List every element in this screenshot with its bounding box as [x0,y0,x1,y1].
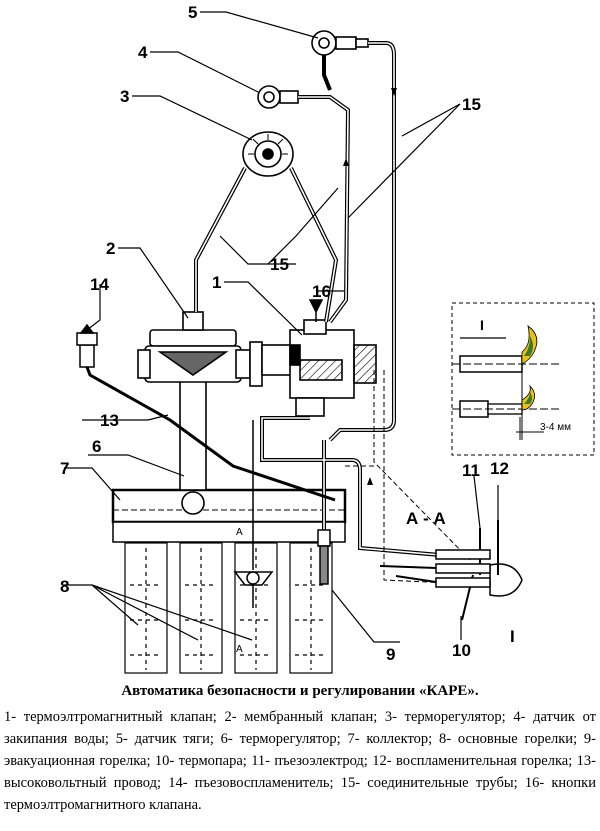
label-3: 3 [120,87,129,106]
high-voltage-wire [85,366,336,502]
label-11: 11 [462,461,480,480]
label-16: 16 [312,282,331,301]
dashed-lines [345,370,471,584]
membrane-valve [137,311,263,515]
label-2: 2 [106,239,115,258]
label-4: 4 [138,43,148,62]
detail-mark: I [510,627,515,646]
section-mark-bottom: А [236,644,243,655]
collector [111,488,347,543]
valve-buttons [308,299,324,322]
main-burners [124,542,333,674]
section-aa-lines [379,565,437,583]
label-6: 6 [92,437,101,456]
boil-sensor [257,85,299,109]
section-mark-top: А [236,527,243,538]
label-15-top: 15 [462,95,481,114]
section-label: А - А [406,509,446,528]
label-10: 10 [452,641,471,660]
kare-automation-diagram: 5 4 3 2 1 16 14 13 6 7 8 9 10 11 12 15 1… [60,3,595,674]
label-1: 1 [212,273,221,292]
label-8: 8 [60,577,69,596]
evacuation-burner [317,529,331,585]
label-9: 9 [386,645,395,664]
pilot-assembly [233,420,274,608]
label-15-middle: 15 [270,255,289,274]
thermoregulator [242,131,294,177]
label-5: 5 [188,3,197,22]
section-aa-assembly [435,520,523,621]
detail-i [451,302,595,456]
label-12: 12 [490,459,509,478]
tube-inner [195,42,441,556]
figure-legend: 1- термоэлтромагнитный клапан; 2- мембра… [4,709,596,813]
label-14: 14 [90,275,109,294]
draft-sensor [311,30,369,56]
label-7: 7 [60,459,69,478]
detail-label: I [480,317,484,333]
gap-dimension: 3-4 мм [540,422,571,433]
piezo-igniter [76,323,98,368]
label-13: 13 [100,411,119,430]
figure-caption: Автоматика безопасности и регулировании … [121,683,479,699]
leader-lines [64,11,499,643]
flow-arrows [343,88,397,485]
thermo-electromagnetic-valve [261,319,377,417]
